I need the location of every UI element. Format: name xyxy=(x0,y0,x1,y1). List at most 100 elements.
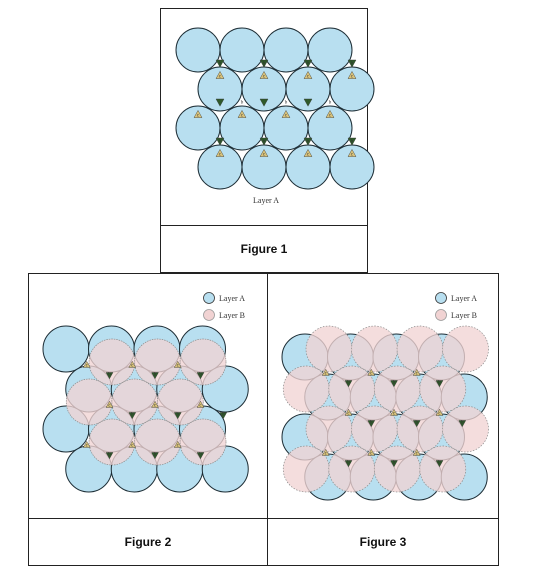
layer-b-sphere xyxy=(65,378,113,426)
layer-b-sphere xyxy=(305,405,353,453)
layer-b-sphere xyxy=(282,445,330,493)
void-c-marker xyxy=(325,110,335,118)
void-b-label: b xyxy=(329,100,332,105)
layer-b-sphere xyxy=(305,325,353,373)
figure-3-legend-label-a: Layer A xyxy=(451,294,477,303)
void-b-label: b xyxy=(461,421,464,426)
void-b-label: b xyxy=(177,413,180,418)
void-b-label: b xyxy=(351,61,354,66)
layer-b-sphere xyxy=(134,418,181,466)
figure-3-legend-label-b: Layer B xyxy=(451,311,477,320)
void-c-label: c xyxy=(86,364,89,369)
void-c-marker xyxy=(215,71,225,79)
void-c-marker xyxy=(128,360,137,368)
layer-b-sphere xyxy=(179,338,227,386)
void-c-label: c xyxy=(370,452,373,457)
void-c-marker xyxy=(173,360,182,368)
void-c-marker xyxy=(303,149,313,157)
void-b-marker xyxy=(303,98,313,107)
figure-2-legend-swatch-a xyxy=(203,292,215,304)
void-c-label: c xyxy=(347,412,350,417)
void-c-marker xyxy=(128,440,137,448)
void-b-marker xyxy=(344,460,353,468)
layer-b-sphere xyxy=(396,325,444,373)
figure-3-caption-text: Figure 3 xyxy=(359,535,407,549)
void-c-label: c xyxy=(325,452,328,457)
void-b-marker xyxy=(196,452,205,460)
void-b-marker xyxy=(215,137,225,146)
void-b-label: b xyxy=(263,139,266,144)
void-b-marker xyxy=(173,412,182,420)
void-b-marker xyxy=(151,452,159,460)
void-c-label: c xyxy=(219,153,222,158)
void-c-label: c xyxy=(263,153,266,158)
void-c-label: c xyxy=(154,404,157,409)
figure-1-layer-a-spheres xyxy=(175,27,375,190)
figure-2-caption-text: Figure 2 xyxy=(124,535,172,549)
void-b-label: b xyxy=(131,413,134,418)
void-c-label: c xyxy=(219,75,222,80)
void-b-label: b xyxy=(370,421,373,426)
void-c-marker xyxy=(259,71,269,79)
void-c-marker xyxy=(173,440,182,448)
void-b-marker xyxy=(458,420,467,428)
void-b-label: b xyxy=(199,453,202,458)
figure-2-legend-label-a: Layer A xyxy=(219,294,245,303)
layer-b-sphere xyxy=(351,405,398,453)
void-c-marker xyxy=(105,400,114,408)
layer-b-sphere xyxy=(328,365,376,413)
void-b-marker xyxy=(105,372,114,380)
figure-1-caption-text: Figure 1 xyxy=(240,242,288,256)
layer-b-sphere xyxy=(179,418,227,466)
void-c-label: c xyxy=(131,364,134,369)
layer-b-sphere xyxy=(328,445,376,493)
void-c-label: c xyxy=(197,114,200,119)
layer-b-sphere xyxy=(373,365,421,413)
void-c-label: c xyxy=(285,114,288,119)
figure-3-caption: Figure 3 xyxy=(267,518,499,566)
void-b-label: b xyxy=(347,461,350,466)
void-b-label: b xyxy=(351,139,354,144)
void-c-label: c xyxy=(177,364,180,369)
void-b-marker xyxy=(303,137,313,146)
void-b-label: b xyxy=(307,61,310,66)
layer-a-sphere xyxy=(263,27,309,73)
layer-b-sphere xyxy=(442,325,489,373)
void-b-marker xyxy=(435,460,444,468)
layer-b-sphere xyxy=(111,378,159,426)
void-c-label: c xyxy=(241,114,244,119)
void-c-label: c xyxy=(416,372,419,377)
void-b-marker xyxy=(196,372,205,380)
void-c-marker xyxy=(196,400,205,408)
figure-2-legend-label-b: Layer B xyxy=(219,311,245,320)
void-c-marker xyxy=(259,149,269,157)
layer-b-sphere xyxy=(134,338,181,386)
void-b-label: b xyxy=(154,373,157,378)
void-c-label: c xyxy=(108,404,111,409)
layer-b-sphere xyxy=(419,445,467,493)
figure-1-caption: Figure 1 xyxy=(160,225,368,273)
void-b-marker xyxy=(259,59,269,68)
void-b-label: b xyxy=(219,61,222,66)
void-c-label: c xyxy=(263,75,266,80)
void-b-marker xyxy=(259,98,269,107)
void-b-marker xyxy=(105,452,114,460)
void-c-marker xyxy=(215,149,225,157)
void-c-label: c xyxy=(370,372,373,377)
void-b-marker xyxy=(412,420,421,428)
layer-a-sphere xyxy=(219,27,265,73)
void-c-marker xyxy=(435,408,444,416)
void-c-marker xyxy=(347,149,357,157)
void-b-label: b xyxy=(154,453,157,458)
void-b-marker xyxy=(390,380,398,388)
void-c-label: c xyxy=(307,153,310,158)
void-c-label: c xyxy=(329,114,332,119)
void-b-label: b xyxy=(108,373,111,378)
void-c-marker xyxy=(321,368,330,376)
void-c-label: c xyxy=(86,444,89,449)
void-c-label: c xyxy=(416,452,419,457)
figure-3-legend-swatch-b xyxy=(435,309,447,321)
void-b-label: b xyxy=(199,373,202,378)
void-b-marker xyxy=(128,412,137,420)
void-c-marker xyxy=(82,440,91,448)
